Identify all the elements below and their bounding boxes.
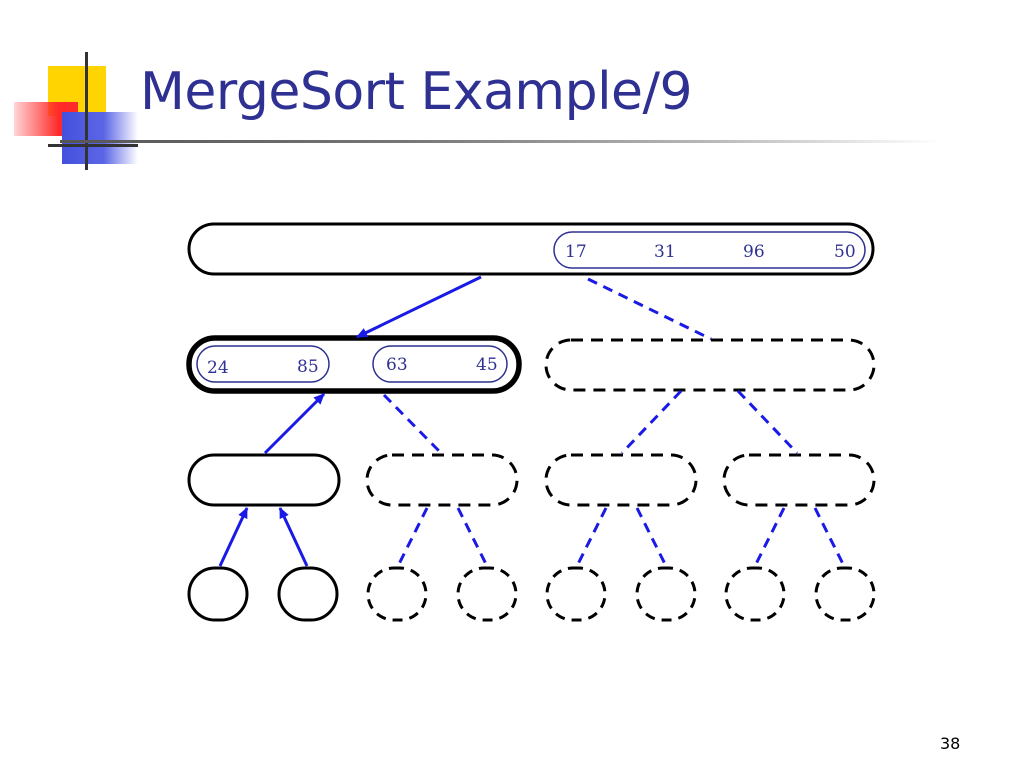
dashed-connector [620, 389, 683, 455]
level1-left-node-active [186, 335, 522, 394]
dashed-connector [736, 389, 799, 455]
root-value: 96 [743, 242, 765, 262]
level2-node-1 [187, 453, 341, 507]
root-value: 17 [565, 242, 587, 262]
page-number: 38 [940, 734, 961, 753]
left-child-value: 85 [297, 357, 319, 377]
level2-node-4 [722, 453, 876, 507]
arrow-root-to-left-child [356, 275, 482, 339]
decorative-horizontal-line [48, 144, 138, 147]
leaf-node-1 [187, 566, 249, 622]
leaf-node-3 [366, 566, 428, 622]
level2-node-2 [365, 453, 519, 507]
root-value: 50 [834, 242, 856, 262]
root-value: 31 [654, 242, 676, 262]
slide-title: MergeSort Example/9 [140, 62, 693, 122]
left-child-sequence-box [196, 345, 330, 383]
dashed-connector [456, 507, 489, 567]
decorative-blue-square [62, 112, 138, 164]
title-underline [60, 140, 940, 143]
left-child-value: 24 [207, 358, 229, 378]
leaf-node-7 [724, 566, 786, 622]
dashed-connector [753, 507, 786, 567]
root-sequence-box [553, 231, 866, 269]
dashed-connector [575, 507, 608, 567]
leaf-node-8 [814, 566, 876, 622]
level2-node-3 [544, 453, 698, 507]
dashed-connector [635, 507, 668, 567]
arrow-level2-to-level1 [263, 392, 326, 455]
leaf-node-4 [456, 566, 518, 622]
arrow-leaf1-to-level2 [218, 507, 249, 567]
dashed-connector [813, 507, 846, 567]
right-child-value: 63 [386, 355, 408, 375]
dashed-connector [382, 393, 443, 455]
level1-right-node [544, 338, 876, 392]
dashed-connector [396, 507, 429, 567]
leaf-node-2 [277, 566, 339, 622]
leaf-node-6 [635, 566, 697, 622]
root-node [187, 222, 875, 276]
arrow-leaf2-to-level2 [278, 507, 309, 567]
leaf-node-5 [545, 566, 607, 622]
dashed-connector [587, 277, 712, 341]
right-child-sequence-box [372, 345, 508, 383]
right-child-value: 45 [476, 355, 498, 375]
decorative-vertical-line [85, 52, 88, 170]
